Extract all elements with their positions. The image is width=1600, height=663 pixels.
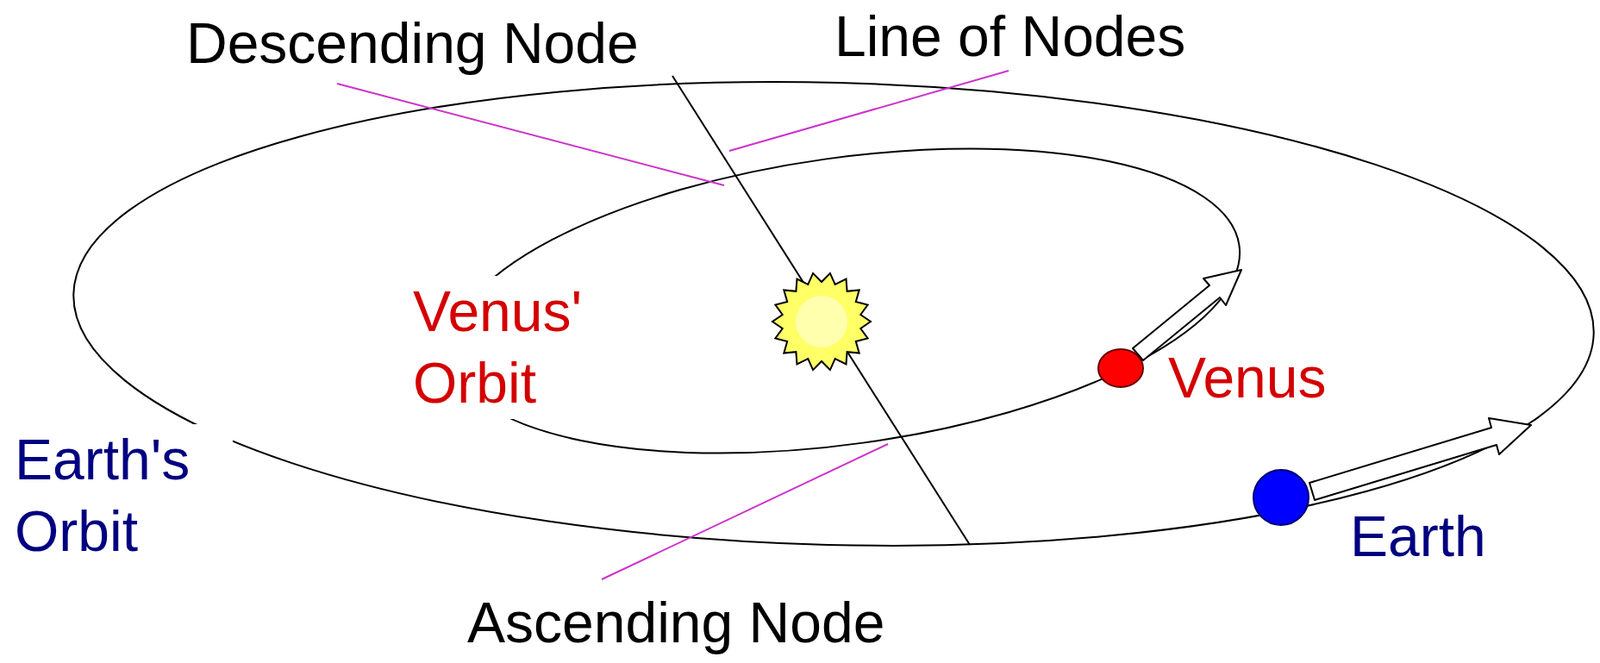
line-label: Line of Nodes [831, 7, 1188, 65]
orbit-label: Earth's Orbit [12, 424, 233, 568]
sun-glow [795, 295, 848, 348]
planet-label: Earth [1347, 507, 1489, 565]
line-of-nodes [672, 75, 970, 545]
velocity-arrow [1132, 269, 1242, 361]
earth-orbit [67, 62, 1600, 565]
velocity-arrow [1309, 418, 1532, 500]
leader-line [337, 83, 725, 186]
venus-planet [1098, 349, 1144, 388]
orbit-label: Venus' Orbit [410, 275, 623, 419]
leader-line [729, 70, 1009, 151]
node-label: Ascending Node [464, 593, 888, 651]
planet-label: Venus [1165, 349, 1330, 407]
node-label: Descending Node [183, 14, 642, 72]
leader-line [601, 443, 888, 580]
earth-planet [1253, 469, 1309, 525]
sun-symbol [772, 273, 871, 370]
